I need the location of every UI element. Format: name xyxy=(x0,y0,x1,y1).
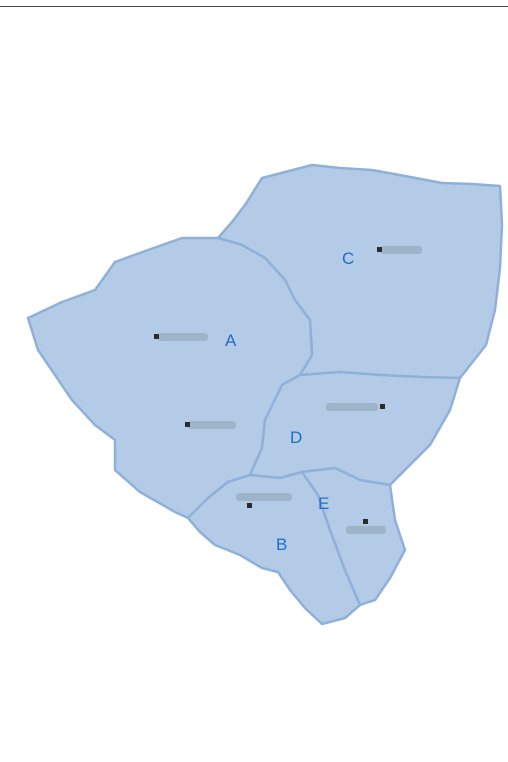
town-marker-a-north xyxy=(154,333,208,341)
region-b[interactable] xyxy=(186,470,362,626)
town-marker-a-south xyxy=(185,421,236,429)
region-label-a: A xyxy=(225,331,237,350)
region-label-e: E xyxy=(318,494,329,513)
region-d[interactable] xyxy=(248,370,462,487)
town-marker-e xyxy=(346,519,386,534)
town-marker-c xyxy=(377,246,422,254)
region-label-c: C xyxy=(342,249,354,268)
top-rule xyxy=(0,6,508,7)
region-e[interactable] xyxy=(300,466,407,607)
town-marker-b xyxy=(236,493,292,508)
region-label-b: B xyxy=(276,535,287,554)
region-label-d: D xyxy=(290,428,302,447)
town-marker-d xyxy=(326,403,385,411)
